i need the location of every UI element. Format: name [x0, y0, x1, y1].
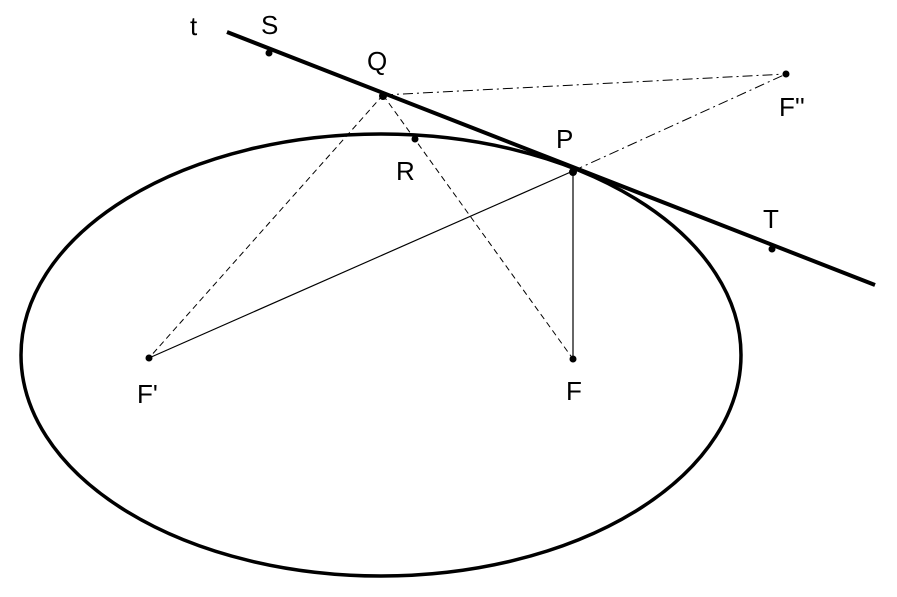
point-t [768, 245, 776, 253]
point-f-prime [145, 354, 153, 362]
segment-q-to-f [382, 94, 574, 360]
label-s: S [261, 10, 278, 40]
label-f-double-prime: F'' [779, 92, 805, 122]
point-f [569, 355, 577, 363]
segment-f-prime-to-p [148, 170, 574, 359]
point-r [411, 135, 419, 143]
label-r: R [396, 156, 415, 186]
segment-q-to-f-double-prime [382, 73, 787, 96]
label-p: P [556, 124, 573, 154]
point-f-double-prime [782, 70, 790, 78]
ellipse [19, 132, 743, 578]
label-f-prime: F' [137, 379, 158, 409]
point-q [379, 92, 387, 100]
point-p [569, 168, 577, 176]
label-t: t [190, 11, 198, 41]
point-s [265, 49, 273, 57]
label-t-point: T [763, 204, 779, 234]
label-q: Q [367, 46, 387, 76]
segment-p-to-f-double-prime [572, 73, 787, 172]
segment-q-to-f-prime [148, 94, 384, 359]
tangent-line-t [226, 30, 876, 287]
label-f: F [566, 376, 582, 406]
